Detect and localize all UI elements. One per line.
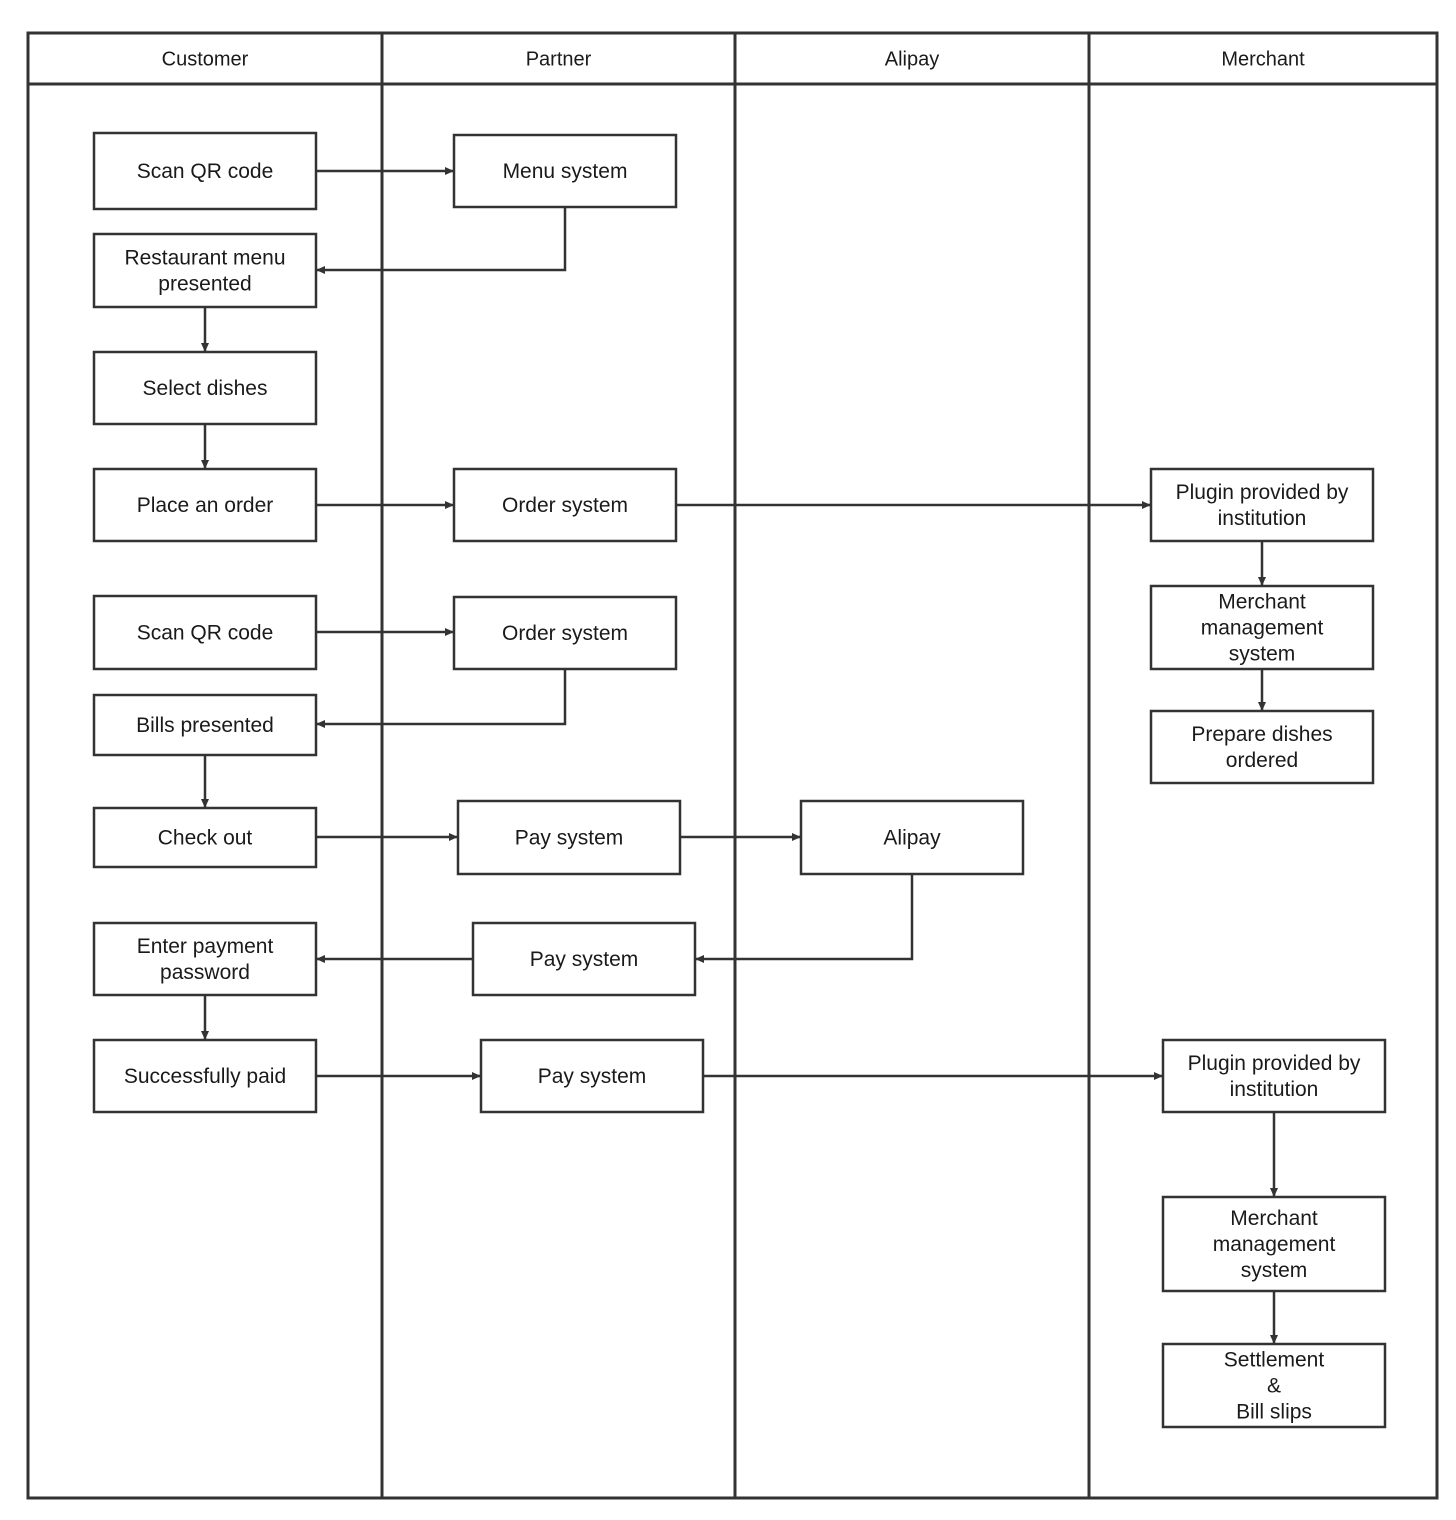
node-label-line: Menu system [503,160,628,183]
node-label-line: Plugin provided by [1176,481,1349,504]
lane-title-alipay: Alipay [885,49,939,71]
node-box [92,921,318,997]
node-box [92,232,318,309]
node-label-line: Successfully paid [124,1065,286,1088]
node-scan-qr-1: Scan QR code [92,131,318,211]
node-box [1161,1342,1387,1429]
node-label-line: Restaurant menu [124,247,285,270]
node-box [1149,584,1375,671]
node-box [1161,1195,1387,1293]
node-box [92,350,318,426]
arrow-menu-system-to-restaurant-menu [316,207,567,274]
node-check-out: Check out [92,806,318,869]
node-label-line: Scan QR code [137,622,274,645]
node-bills-presented: Bills presented [92,693,318,757]
node-plugin-1: Plugin provided by institution [1149,467,1375,543]
node-label-line: Pay system [538,1065,647,1088]
node-select-dishes: Select dishes [92,350,318,426]
node-label-line: Merchant [1230,1207,1318,1230]
node-label-line: Prepare dishes [1191,723,1332,746]
node-label-line: management [1201,617,1324,640]
node-label-line: Place an order [137,494,274,517]
node-box [1149,709,1375,785]
node-label-line: Check out [158,827,253,850]
node-box [479,1038,705,1114]
node-label-line: Plugin provided by [1188,1052,1361,1075]
node-box [471,921,697,997]
node-place-order: Place an order [92,467,318,543]
node-box [452,595,678,671]
node-label-line: Bills presented [136,714,274,737]
node-label-line: Bill slips [1236,1401,1312,1424]
lane-title-partner: Partner [526,49,592,71]
node-box [92,467,318,543]
node-label-line: system [1229,643,1296,666]
node-prepare-dishes: Prepare dishes ordered [1149,709,1375,785]
node-order-system-1: Order system [452,467,678,543]
node-box [456,799,682,876]
node-label-line: institution [1218,507,1307,530]
node-scan-qr-2: Scan QR code [92,594,318,671]
node-label-line: Settlement [1224,1349,1325,1372]
node-order-system-2: Order system [452,595,678,671]
node-label-line: presented [158,273,251,296]
connectors [201,167,1278,1344]
node-label-line: system [1241,1259,1308,1282]
node-label-line: & [1267,1375,1281,1398]
node-box [92,693,318,757]
node-label-line: management [1213,1233,1336,1256]
node-menu-system: Menu system [452,133,678,209]
node-settlement: Settlement & Bill slips [1161,1342,1387,1429]
node-merchant-mgmt-2: Merchant management system [1161,1195,1387,1293]
node-box [92,806,318,869]
node-merchant-mgmt-1: Merchant management system [1149,584,1375,671]
node-box [92,131,318,211]
node-box [1149,467,1375,543]
node-pay-system-2: Pay system [471,921,697,997]
node-box [452,133,678,209]
node-box [799,799,1025,876]
node-label-line: Select dishes [143,377,268,400]
node-label-line: Merchant [1218,591,1306,614]
node-label-line: Enter payment [137,935,274,958]
diagram-frame [26,31,1439,1500]
node-pay-system-3: Pay system [479,1038,705,1114]
lane-title-customer: Customer [162,49,249,71]
node-label-line: Pay system [530,948,639,971]
node-label-line: ordered [1226,749,1298,772]
lane-title-merchant: Merchant [1221,49,1305,71]
node-pay-system-1: Pay system [456,799,682,876]
node-box [452,467,678,543]
arrow-order-system-2-to-bills-presented [316,669,567,728]
node-box [92,1038,318,1114]
arrow-alipay-node-to-pay-system-2 [695,874,914,963]
node-alipay-node: Alipay [799,799,1025,876]
node-label-line: institution [1230,1078,1319,1101]
node-box [1161,1038,1387,1114]
node-plugin-2: Plugin provided by institution [1161,1038,1387,1114]
node-label-line: Order system [502,622,628,645]
node-label-line: Alipay [883,827,941,850]
node-enter-password: Enter payment password [92,921,318,997]
node-restaurant-menu: Restaurant menu presented [92,232,318,309]
node-label-line: Scan QR code [137,160,274,183]
node-label-line: Pay system [515,827,624,850]
node-box [92,594,318,671]
node-successfully-paid: Successfully paid [92,1038,318,1114]
node-label-line: password [160,961,250,984]
node-label-line: Order system [502,494,628,517]
